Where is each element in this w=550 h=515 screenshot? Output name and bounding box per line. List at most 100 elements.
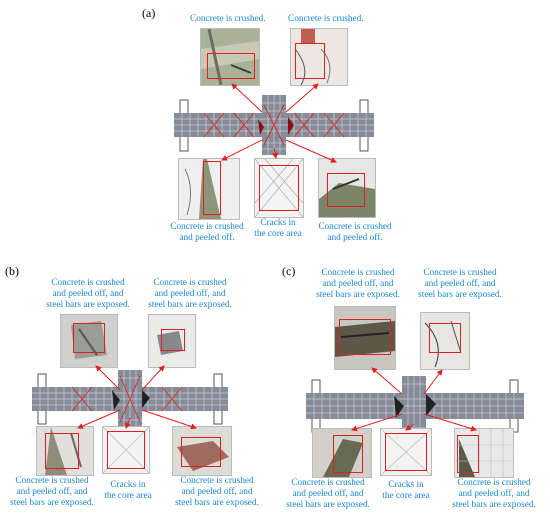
arrow: [272, 147, 278, 159]
arrow: [221, 139, 263, 161]
arrow: [423, 369, 443, 395]
photo-b-top-left: [60, 314, 118, 368]
photo-c-bottom-right: [454, 428, 514, 478]
caption-line: and peeled off, and: [154, 289, 226, 299]
caption-b-bottom-center: Cracks in the core area: [100, 480, 156, 502]
highlight-box: [339, 319, 391, 355]
highlight-box: [181, 437, 221, 467]
arrow: [351, 413, 403, 432]
arrow: [423, 413, 477, 432]
caption-line: Concrete is crushed: [153, 278, 227, 288]
caption-line: steel bars are exposed.: [175, 498, 259, 508]
caption-line: and peeled off, and: [424, 279, 496, 289]
caption-c-top-left: Concrete is crushed and peeled off, and …: [308, 268, 408, 301]
highlight-box: [333, 435, 363, 473]
highlight-box: [385, 433, 427, 471]
arrow: [231, 83, 263, 113]
caption-line: and peeled off, and: [181, 487, 253, 497]
caption-a-top-right: Concrete is crushed.: [288, 14, 364, 24]
photo-a-bottom-right: [318, 158, 376, 218]
photo-a-top-right: [290, 28, 348, 86]
caption-line: and peeled off.: [179, 233, 235, 243]
photo-b-bottom-center: [102, 426, 150, 474]
caption-line: Concrete is crushed: [51, 278, 125, 288]
caption-line: Cracks in: [388, 480, 424, 490]
caption-line: the core area: [254, 229, 302, 239]
highlight-box: [259, 165, 299, 211]
highlight-box: [161, 329, 185, 351]
caption-a-bottom-right: Concrete is crushed and peeled off.: [310, 222, 400, 244]
highlight-box: [327, 173, 365, 207]
photo-c-top-right: [420, 312, 470, 370]
caption-line: steel bars are exposed.: [452, 500, 536, 510]
panel-b-label: (b): [5, 264, 19, 278]
highlight-box: [107, 431, 145, 469]
caption-line: and peeled off.: [327, 233, 383, 243]
arrow: [125, 417, 131, 429]
caption-a-bottom-left: Concrete is crushed and peeled off.: [162, 222, 252, 244]
caption-c-bottom-left: Concrete is crushed and peeled off, and …: [278, 478, 378, 511]
caption-line: steel bars are exposed.: [46, 300, 130, 310]
caption-line: the core area: [382, 491, 430, 501]
photo-a-bottom-center: [254, 158, 304, 218]
caption-line: Cracks in: [110, 480, 146, 490]
arrow: [405, 423, 415, 431]
photo-a-top-left: [200, 28, 260, 86]
caption-line: steel bars are exposed.: [286, 500, 370, 510]
caption-line: Concrete is crushed: [457, 478, 531, 488]
caption-line: Concrete is crushed: [423, 268, 497, 278]
caption-line: and peeled off, and: [52, 289, 124, 299]
specimen-c: [306, 376, 524, 436]
arrow: [285, 83, 319, 113]
caption-line: Concrete is crushed: [318, 222, 392, 232]
caption-line: steel bars are exposed.: [418, 290, 502, 300]
arrow: [95, 365, 121, 391]
arrow: [371, 367, 403, 395]
photo-b-top-right: [148, 314, 196, 368]
caption-line: Concrete is crushed: [291, 478, 365, 488]
caption-c-bottom-right: Concrete is crushed and peeled off, and …: [444, 478, 544, 511]
photo-c-bottom-center: [380, 428, 432, 476]
specimen-b: [32, 370, 228, 428]
caption-a-bottom-center: Cracks in the core area: [248, 218, 308, 240]
photo-c-bottom-left: [312, 428, 372, 478]
caption-line: Concrete is crushed: [170, 222, 244, 232]
caption-line: and peeled off, and: [458, 489, 530, 499]
caption-c-bottom-center: Cracks in the core area: [378, 480, 434, 502]
caption-line: and peeled off, and: [292, 489, 364, 499]
highlight-box: [203, 161, 221, 215]
caption-line: and peeled off, and: [322, 279, 394, 289]
highlight-box: [457, 435, 479, 473]
caption-line: the core area: [104, 491, 152, 501]
panel-a-label: (a): [142, 6, 156, 20]
arrow: [141, 409, 197, 430]
highlight-box: [207, 53, 255, 79]
photo-b-bottom-left: [36, 426, 94, 476]
caption-b-bottom-left: Concrete is crushed and peeled off, and …: [2, 476, 102, 509]
highlight-box: [73, 323, 105, 353]
arrow: [77, 409, 121, 429]
photo-b-bottom-right: [172, 426, 232, 476]
panel-c-label: (c): [282, 264, 296, 278]
caption-b-top-left: Concrete is crushed and peeled off, and …: [38, 278, 138, 311]
caption-line: steel bars are exposed.: [148, 300, 232, 310]
arrow: [285, 139, 337, 163]
caption-line: Cracks in: [260, 218, 296, 228]
highlight-box: [45, 433, 79, 469]
caption-b-bottom-right: Concrete is crushed and peeled off, and …: [164, 476, 270, 509]
specimen-a: [174, 95, 374, 155]
caption-line: Concrete is crushed: [180, 476, 254, 486]
highlight-box: [295, 43, 325, 79]
photo-a-bottom-left: [178, 158, 240, 220]
caption-line: and peeled off, and: [16, 487, 88, 497]
caption-b-top-right: Concrete is crushed and peeled off, and …: [140, 278, 240, 311]
caption-c-top-right: Concrete is crushed and peeled off, and …: [410, 268, 510, 301]
caption-line: Concrete is crushed: [15, 476, 89, 486]
arrow: [141, 365, 165, 391]
caption-line: steel bars are exposed.: [10, 498, 94, 508]
photo-c-top-left: [334, 306, 396, 370]
caption-a-top-left: Concrete is crushed.: [190, 14, 266, 24]
highlight-box: [429, 323, 461, 353]
caption-line: Concrete is crushed: [321, 268, 395, 278]
